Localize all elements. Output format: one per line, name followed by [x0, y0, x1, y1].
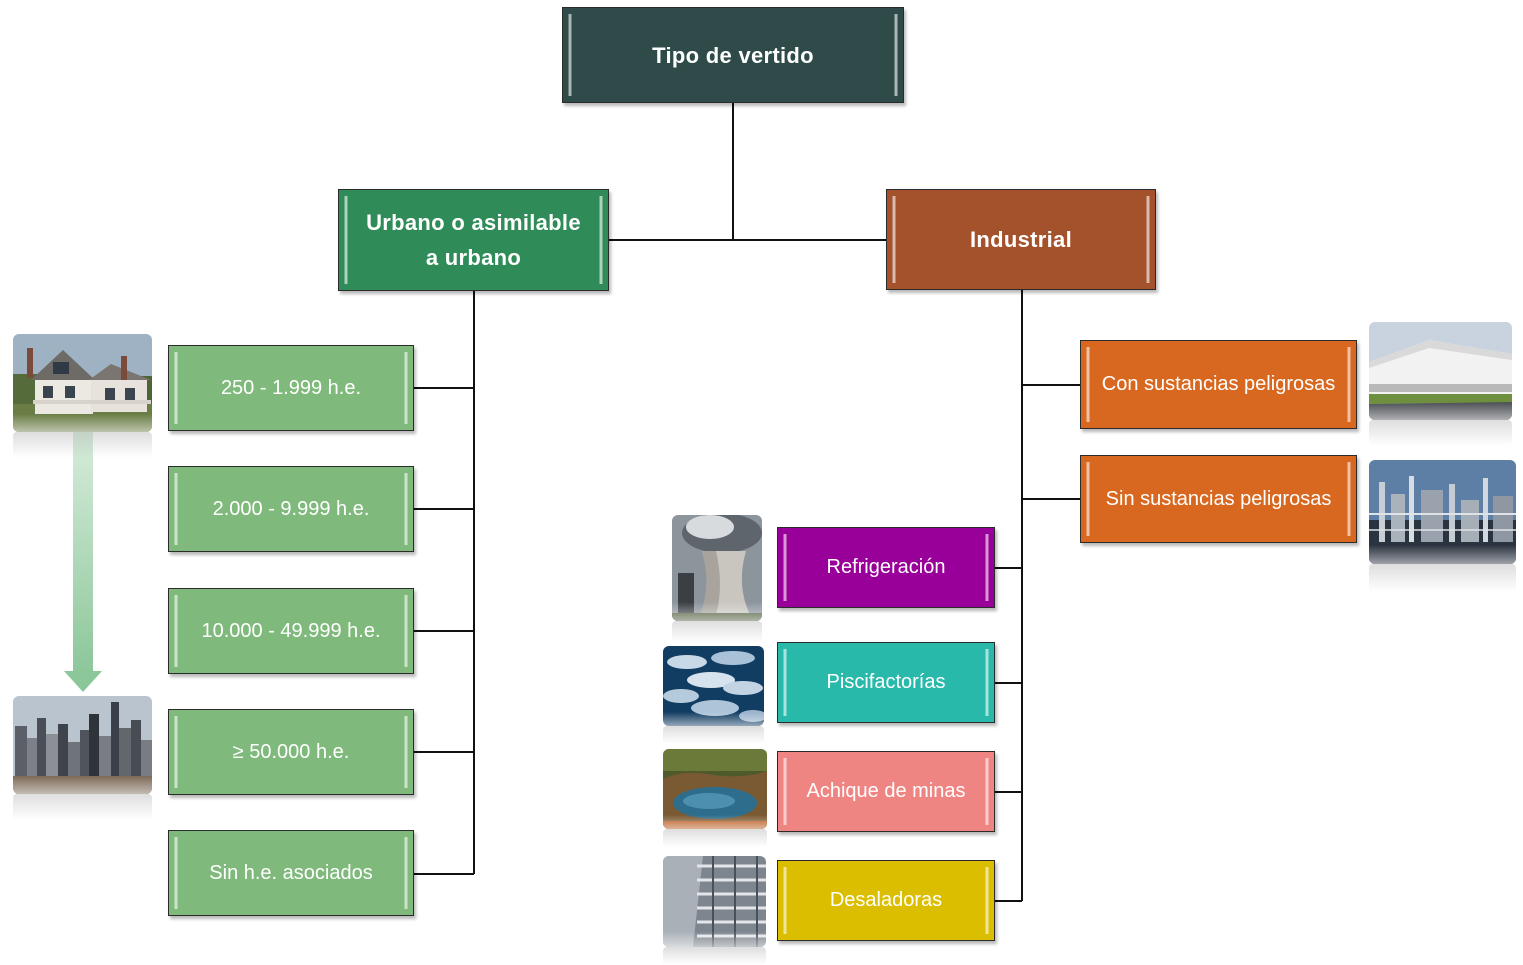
industrial-group-label: Con sustancias peligrosas [1101, 373, 1336, 395]
root-label: Tipo de vertido [652, 42, 814, 68]
mine-lake-photo [663, 749, 767, 829]
sector-label: Desaladoras [829, 889, 943, 911]
refinery-photo [1369, 460, 1516, 564]
industrial-group-label: Sin sustancias peligrosas [1105, 487, 1332, 510]
urban-item-label: Sin h.e. asociados [209, 861, 373, 884]
desalination-plant-photo-reflection [663, 947, 766, 965]
urban-label-line2: a urbano [425, 245, 522, 270]
cooling-tower-photo [672, 515, 762, 621]
warehouse-photo [1369, 322, 1512, 420]
sector-desaladoras: Desaladoras [777, 860, 995, 941]
urban-item-label: 250 - 1.999 h.e. [220, 376, 362, 399]
sector-label: Achique de minas [806, 780, 966, 802]
mine-lake-photo-reflection [663, 829, 767, 847]
urban-item-label: ≥ 50.000 h.e. [232, 740, 350, 763]
sector-label: Piscifactorías [826, 671, 946, 693]
sector-achique-de-minas: Achique de minas [777, 751, 995, 832]
urban-item-50000-plus: ≥ 50.000 h.e. [168, 709, 414, 795]
house-photo [13, 334, 152, 432]
fish-photo [663, 646, 764, 726]
industrial-label: Industrial [969, 227, 1072, 252]
down-arrow-icon [64, 432, 102, 692]
root-node: Tipo de vertido [562, 7, 904, 103]
industrial-sin-sustancias: Sin sustancias peligrosas [1080, 455, 1357, 543]
industrial-node: Industrial [886, 189, 1156, 290]
urban-item-250-1999: 250 - 1.999 h.e. [168, 345, 414, 431]
fish-photo-reflection [663, 726, 764, 744]
urban-label: Urbano o asimilable a urbano [366, 205, 581, 275]
urban-item-label: 2.000 - 9.999 h.e. [212, 497, 370, 520]
urban-node: Urbano o asimilable a urbano [338, 189, 609, 291]
urban-item-10000-49999: 10.000 - 49.999 h.e. [168, 588, 414, 674]
desalination-plant-photo [663, 856, 766, 947]
urban-item-label: 10.000 - 49.999 h.e. [201, 619, 381, 642]
urban-item-2000-9999: 2.000 - 9.999 h.e. [168, 466, 414, 552]
urban-label-line1: Urbano o asimilable [366, 210, 581, 235]
sector-label: Refrigeración [826, 556, 946, 578]
cooling-tower-photo-reflection [672, 621, 762, 643]
city-photo-reflection [13, 794, 152, 820]
house-photo-reflection [13, 432, 152, 458]
industrial-con-sustancias: Con sustancias peligrosas [1080, 340, 1357, 429]
city-photo [13, 696, 152, 794]
refinery-photo-reflection [1369, 564, 1516, 592]
sector-piscifactorias: Piscifactorías [777, 642, 995, 723]
sector-refrigeracion: Refrigeración [777, 527, 995, 608]
warehouse-photo-reflection [1369, 420, 1512, 446]
urban-item-sin-he: Sin h.e. asociados [168, 830, 414, 916]
